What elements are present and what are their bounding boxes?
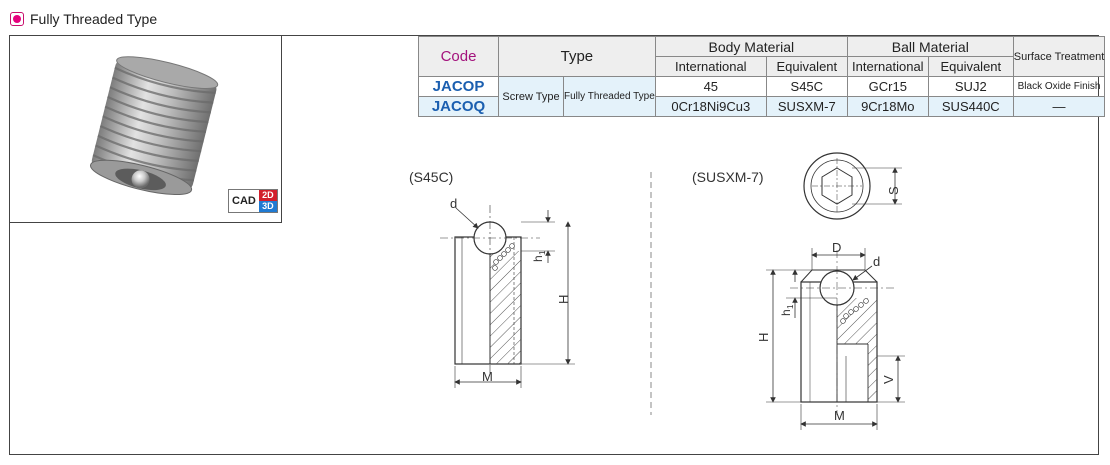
label-D: D xyxy=(832,240,841,255)
row-code[interactable]: JACOQ xyxy=(418,96,499,117)
header-ball-material: Ball Material xyxy=(846,36,1014,57)
spec-table: Code Type Body Material Ball Material Su… xyxy=(418,36,1106,117)
row-body-equivalent: S45C xyxy=(765,76,848,97)
table-header-row: Code Type Body Material Ball Material Su… xyxy=(418,36,1106,77)
circle-bullet-icon xyxy=(10,12,24,26)
header-code: Code xyxy=(418,36,499,77)
label-M: M xyxy=(482,369,493,384)
cad-badge[interactable]: CAD 2D 3D xyxy=(228,189,278,213)
header-ball-equivalent: Equivalent xyxy=(927,56,1014,77)
header-type: Type xyxy=(498,36,656,77)
table-row: JACOP Screw Type Fully Threaded Type 45 … xyxy=(418,76,1106,117)
cad-label: CAD xyxy=(229,190,259,212)
row-body-equivalent: SUSXM-7 xyxy=(765,96,848,117)
label-h1-sub: 1 xyxy=(786,304,795,309)
table-subheader-row: International Equivalent International E… xyxy=(419,56,1105,77)
content-frame xyxy=(9,35,1099,455)
label-h1: h xyxy=(531,255,545,262)
label-h1-sub: 1 xyxy=(538,250,547,255)
row-body-international: 0Cr18Ni9Cu3 xyxy=(654,96,767,117)
label-h1: h xyxy=(779,309,793,316)
product-photo-box xyxy=(9,35,282,223)
row-ball-equivalent: SUS440C xyxy=(927,96,1014,117)
section-header: Fully Threaded Type xyxy=(10,9,157,29)
label-H: H xyxy=(756,333,771,342)
header-ball-international: International xyxy=(846,56,929,77)
row-surface: — xyxy=(1012,96,1106,117)
section-title: Fully Threaded Type xyxy=(30,11,158,27)
caption-s45c: (S45C) xyxy=(409,169,453,185)
header-surface-treatment: Surface Treatment xyxy=(1012,36,1106,77)
drawing-susxm7 xyxy=(766,152,905,430)
label-H: H xyxy=(556,295,571,304)
drawing-s45c xyxy=(440,205,575,388)
label-d: d xyxy=(450,196,457,211)
label-S: S xyxy=(886,186,901,195)
type-main-cell: Screw Type xyxy=(498,76,564,117)
header-body-equivalent: Equivalent xyxy=(765,56,848,77)
label-V: V xyxy=(881,375,896,384)
label-M: M xyxy=(834,408,845,423)
cad-3d-badge[interactable]: 3D xyxy=(258,201,277,212)
table-row: JACOQ 0Cr18Ni9Cu3 SUSXM-7 9Cr18Mo SUS440… xyxy=(418,96,1106,117)
header-body-material: Body Material xyxy=(654,36,848,57)
cad-2d-badge[interactable]: 2D xyxy=(258,190,277,201)
label-d: d xyxy=(873,254,880,269)
type-sub-cell: Fully Threaded Type xyxy=(563,76,656,117)
caption-susxm7: (SUSXM-7) xyxy=(692,169,764,185)
